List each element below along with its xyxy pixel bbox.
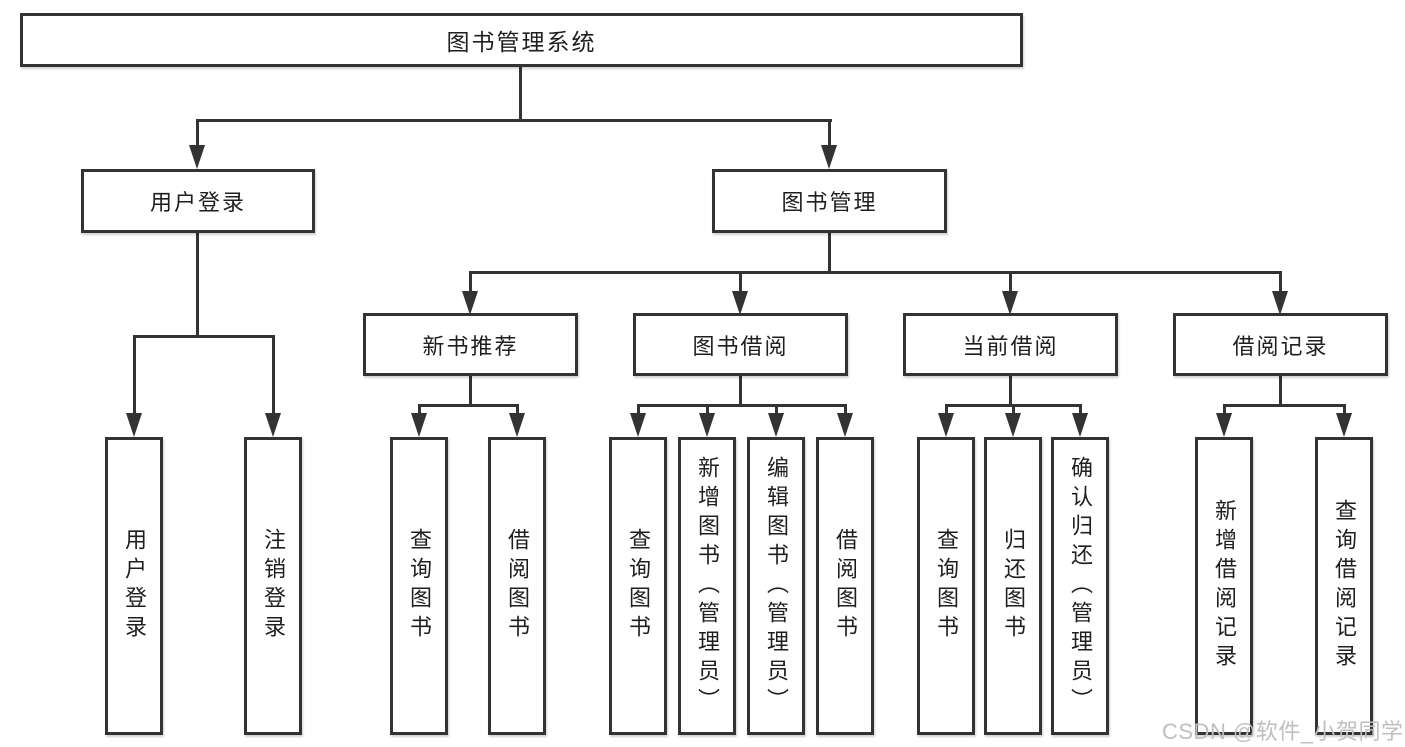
connector-g2-drop4: [844, 404, 847, 416]
connector-level2-hline: [469, 271, 1282, 274]
csdn-watermark: CSDN @软件_小贺同学: [1162, 719, 1404, 744]
leaf-borrow-books-borrowing-label: 借阅图书: [833, 528, 858, 644]
leaf-edit-book-admin: 编辑图书（管理员）: [747, 437, 805, 735]
connector-level1-hline: [196, 119, 832, 122]
leaf-return-book-label: 归还图书: [1001, 528, 1026, 644]
connector-g2-drop2: [706, 404, 709, 416]
leaf-add-borrow-record: 新增借阅记录: [1195, 437, 1253, 735]
connector-g4-drop2: [1343, 404, 1346, 416]
arrowhead-book-mgmt: [821, 145, 837, 169]
leaf-query-books-recommend: 查询图书: [390, 437, 448, 735]
connector-g2-drop3: [775, 404, 778, 416]
leaf-return-book: 归还图书: [984, 437, 1042, 735]
connector-drop-leaf-login: [133, 335, 136, 417]
connector-drop-current: [1009, 271, 1012, 295]
arrowhead-g3-leaf2: [1005, 413, 1021, 437]
node-user-login: 用户登录: [81, 169, 315, 233]
connector-g1-stem: [469, 375, 472, 406]
connector-user-hline: [133, 335, 275, 338]
connector-root-stem: [519, 66, 522, 120]
leaf-query-books-recommend-label: 查询图书: [407, 528, 432, 644]
arrowhead-g4-leaf1: [1216, 413, 1232, 437]
connector-g2-stem: [739, 375, 742, 406]
arrowhead-g1-leaf1: [411, 413, 427, 437]
arrowhead-user-login: [189, 145, 205, 169]
connector-g3-drop3: [1079, 404, 1082, 416]
connector-g4-drop1: [1223, 404, 1226, 416]
arrowhead-g1-leaf2: [509, 413, 525, 437]
leaf-confirm-return-admin: 确认归还（管理员）: [1051, 437, 1109, 735]
leaf-borrow-books-recommend: 借阅图书: [488, 437, 546, 735]
arrowhead-g2-leaf2: [699, 413, 715, 437]
arrowhead-g3-leaf3: [1072, 413, 1088, 437]
leaf-query-borrow-record-label: 查询借阅记录: [1332, 499, 1357, 673]
connector-drop-book-mgmt: [828, 119, 831, 149]
arrowhead-borrow: [732, 291, 748, 315]
connector-g1-drop2: [516, 404, 519, 416]
leaf-borrow-books-recommend-label: 借阅图书: [505, 528, 530, 644]
leaf-query-books-current-label: 查询图书: [934, 528, 959, 644]
arrowhead-g4-leaf2: [1336, 413, 1352, 437]
connector-g2-hline: [637, 404, 847, 407]
leaf-query-books-borrowing-label: 查询图书: [626, 528, 651, 644]
connector-g3-drop1: [945, 404, 948, 416]
leaf-borrow-books-borrowing: 借阅图书: [816, 437, 874, 735]
connector-g3-drop2: [1012, 404, 1015, 416]
leaf-query-books-borrowing: 查询图书: [609, 437, 667, 735]
node-user-login-label: 用户登录: [149, 190, 246, 215]
leaf-user-login: 用户登录: [105, 437, 163, 735]
leaf-add-borrow-record-label: 新增借阅记录: [1212, 499, 1237, 673]
node-book-borrowing: 图书借阅: [633, 313, 848, 376]
node-root-library-system: 图书管理系统: [20, 13, 1023, 67]
connector-g4-hline: [1223, 404, 1346, 407]
node-new-book-recommend-label: 新书推荐: [422, 333, 519, 359]
arrowhead-g3-leaf1: [938, 413, 954, 437]
connector-mgmt-stem: [828, 233, 831, 273]
connector-g3-stem: [1009, 375, 1012, 406]
leaf-logout-login-label: 注销登录: [261, 528, 286, 644]
connector-g4-stem: [1279, 375, 1282, 406]
arrowhead-g2-leaf3: [768, 413, 784, 437]
leaf-add-book-admin-label: 新增图书（管理员）: [695, 455, 720, 717]
connector-g2-drop1: [637, 404, 640, 416]
leaf-query-borrow-record: 查询借阅记录: [1315, 437, 1373, 735]
node-book-management-label: 图书管理: [781, 190, 878, 215]
arrowhead-current: [1002, 291, 1018, 315]
leaf-user-login-label: 用户登录: [122, 528, 147, 644]
arrowhead-leaf-logout: [265, 413, 281, 437]
node-current-borrowing-label: 当前借阅: [962, 333, 1059, 359]
connector-g1-drop1: [418, 404, 421, 416]
connector-drop-leaf-logout: [272, 335, 275, 417]
node-root-label: 图书管理系统: [446, 29, 597, 55]
leaf-add-book-admin: 新增图书（管理员）: [678, 437, 736, 735]
leaf-confirm-return-admin-label: 确认归还（管理员）: [1068, 455, 1093, 717]
node-current-borrowing: 当前借阅: [903, 313, 1118, 376]
arrowhead-g2-leaf1: [630, 413, 646, 437]
arrowhead-records: [1272, 291, 1288, 315]
connector-drop-borrow: [739, 271, 742, 295]
connector-user-stem: [196, 233, 199, 337]
node-borrowing-records-label: 借阅记录: [1232, 333, 1329, 359]
leaf-query-books-current: 查询图书: [917, 437, 975, 735]
connector-drop-user-login: [196, 119, 199, 149]
node-borrowing-records: 借阅记录: [1173, 313, 1388, 376]
leaf-logout-login: 注销登录: [244, 437, 302, 735]
node-book-management: 图书管理: [712, 169, 947, 233]
node-book-borrowing-label: 图书借阅: [692, 333, 789, 359]
arrowhead-leaf-login: [126, 413, 142, 437]
connector-drop-recommend: [469, 271, 472, 295]
arrowhead-g2-leaf4: [837, 413, 853, 437]
connector-drop-records: [1279, 271, 1282, 295]
node-new-book-recommend: 新书推荐: [363, 313, 578, 376]
connector-g1-hline: [418, 404, 519, 407]
arrowhead-recommend: [462, 291, 478, 315]
leaf-edit-book-admin-label: 编辑图书（管理员）: [764, 455, 789, 717]
